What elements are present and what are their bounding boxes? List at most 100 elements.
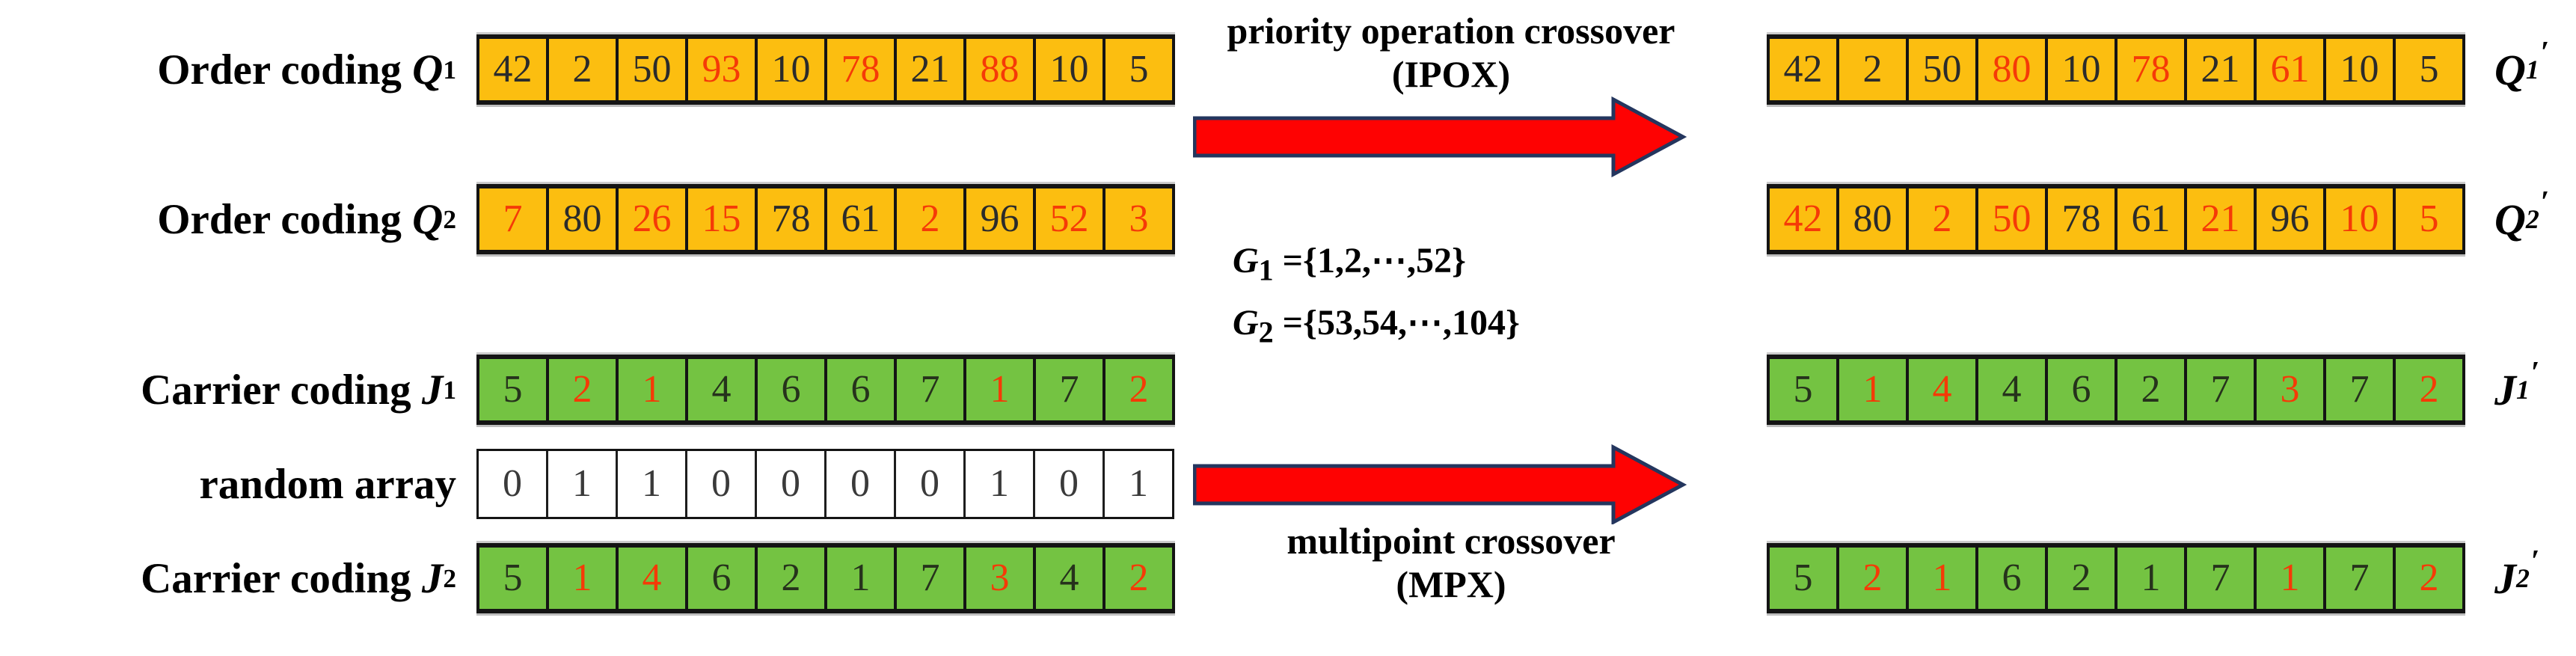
caption-ipox: priority operation crossover (IPOX) <box>1137 9 1765 96</box>
gene-cell: 2 <box>1906 188 1975 250</box>
label-math-var: J <box>2494 554 2516 603</box>
gene-cell: 0 <box>479 451 546 517</box>
gene-cell: 7 <box>2323 359 2393 420</box>
gene-cell: 4 <box>1975 359 2045 420</box>
gene-cell: 2 <box>2045 548 2115 609</box>
gene-cell: 78 <box>824 39 894 100</box>
gene-cell: 3 <box>2254 359 2323 420</box>
gene-cell: 4 <box>1033 548 1103 609</box>
gene-cell: 0 <box>685 451 755 517</box>
gene-cell: 61 <box>824 188 894 250</box>
label-text: Carrier coding <box>141 554 422 602</box>
gene-cell: 2 <box>1836 39 1906 100</box>
label-text: Order coding <box>157 195 413 243</box>
gene-cell: 61 <box>2115 188 2184 250</box>
prime-mark: ′ <box>2530 355 2540 390</box>
caption-mpx-line1: multipoint crossover <box>1287 520 1616 562</box>
gene-cell: 7 <box>2184 548 2254 609</box>
label-subscript: 1 <box>2516 375 2530 405</box>
gene-cell: 5 <box>1770 548 1836 609</box>
gene-cell: 80 <box>1975 39 2045 100</box>
prime-mark: ′ <box>2540 35 2550 70</box>
gene-cell: 50 <box>1975 188 2045 250</box>
label-subscript: 1 <box>443 375 456 405</box>
gene-cell: 26 <box>616 188 685 250</box>
gene-cell: 1 <box>1836 359 1906 420</box>
gene-cell: 6 <box>824 359 894 420</box>
gene-cell: 2 <box>546 359 616 420</box>
arrow-right-icon <box>1193 96 1687 178</box>
gene-set-g2: G2 ={53,54,⋯,104} <box>1233 297 1520 359</box>
set-math-var: G <box>1233 241 1259 281</box>
gene-cell: 1 <box>546 451 616 517</box>
gene-cell: 2 <box>2393 548 2462 609</box>
gene-cell: 78 <box>755 188 824 250</box>
gene-cell: 4 <box>685 359 755 420</box>
gene-cell: 80 <box>1836 188 1906 250</box>
gene-cell: 1 <box>824 548 894 609</box>
gene-cell: 42 <box>1770 188 1836 250</box>
gene-cell: 96 <box>963 188 1033 250</box>
gene-cell: 21 <box>894 39 963 100</box>
label-math-var: Q <box>412 46 444 94</box>
label-math-var: Q <box>2494 45 2526 94</box>
gene-cell: 1 <box>1906 548 1975 609</box>
gene-cell: 21 <box>2184 188 2254 250</box>
gene-cell: 5 <box>2393 39 2462 100</box>
gene-cell: 2 <box>1103 359 1172 420</box>
gene-cell: 1 <box>616 359 685 420</box>
gene-cell: 0 <box>894 451 963 517</box>
gene-cell: 78 <box>2115 39 2184 100</box>
arrow-right-icon <box>1193 444 1687 524</box>
gene-cell: 88 <box>963 39 1033 100</box>
gene-set-definitions: G1 ={1,2,⋯,52} G2 ={53,54,⋯,104} <box>1233 235 1520 358</box>
gene-cell: 10 <box>2323 39 2393 100</box>
gene-cell: 4 <box>1906 359 1975 420</box>
gene-cell: 52 <box>1033 188 1103 250</box>
set-math-var: G <box>1233 302 1259 343</box>
caption-mpx: multipoint crossover (MPX) <box>1137 519 1765 606</box>
gene-cell: 2 <box>755 548 824 609</box>
gene-cell: 42 <box>1770 39 1836 100</box>
caption-mpx-line2: (MPX) <box>1396 563 1506 605</box>
gene-cell: 93 <box>685 39 755 100</box>
gene-cell: 5 <box>1103 39 1172 100</box>
label-math-var: Q <box>412 195 444 243</box>
gene-cell: 6 <box>685 548 755 609</box>
gene-cell: 1 <box>2115 548 2184 609</box>
label-math-var: J <box>421 554 444 602</box>
gene-cell: 61 <box>2254 39 2323 100</box>
set-value: ={1,2,⋯,52} <box>1273 241 1466 281</box>
label-math-var: J <box>421 366 444 414</box>
gene-cell: 5 <box>479 548 546 609</box>
label-subscript: 1 <box>2525 55 2539 85</box>
gene-cell: 2 <box>1836 548 1906 609</box>
gene-cell: 7 <box>894 359 963 420</box>
gene-cell: 5 <box>1770 359 1836 420</box>
caption-ipox-line1: priority operation crossover <box>1227 10 1675 52</box>
gene-cell: 7 <box>2184 359 2254 420</box>
gene-cell: 1 <box>963 451 1033 517</box>
gene-cell: 2 <box>894 188 963 250</box>
gene-cell: 7 <box>1033 359 1103 420</box>
gene-cell: 5 <box>2393 188 2462 250</box>
gene-cell: 2 <box>2393 359 2462 420</box>
gene-cell: 10 <box>755 39 824 100</box>
gene-cell: 7 <box>2323 548 2393 609</box>
gene-cell: 6 <box>2045 359 2115 420</box>
gene-cell: 50 <box>616 39 685 100</box>
gene-cell: 3 <box>1103 188 1172 250</box>
gene-cell: 7 <box>894 548 963 609</box>
